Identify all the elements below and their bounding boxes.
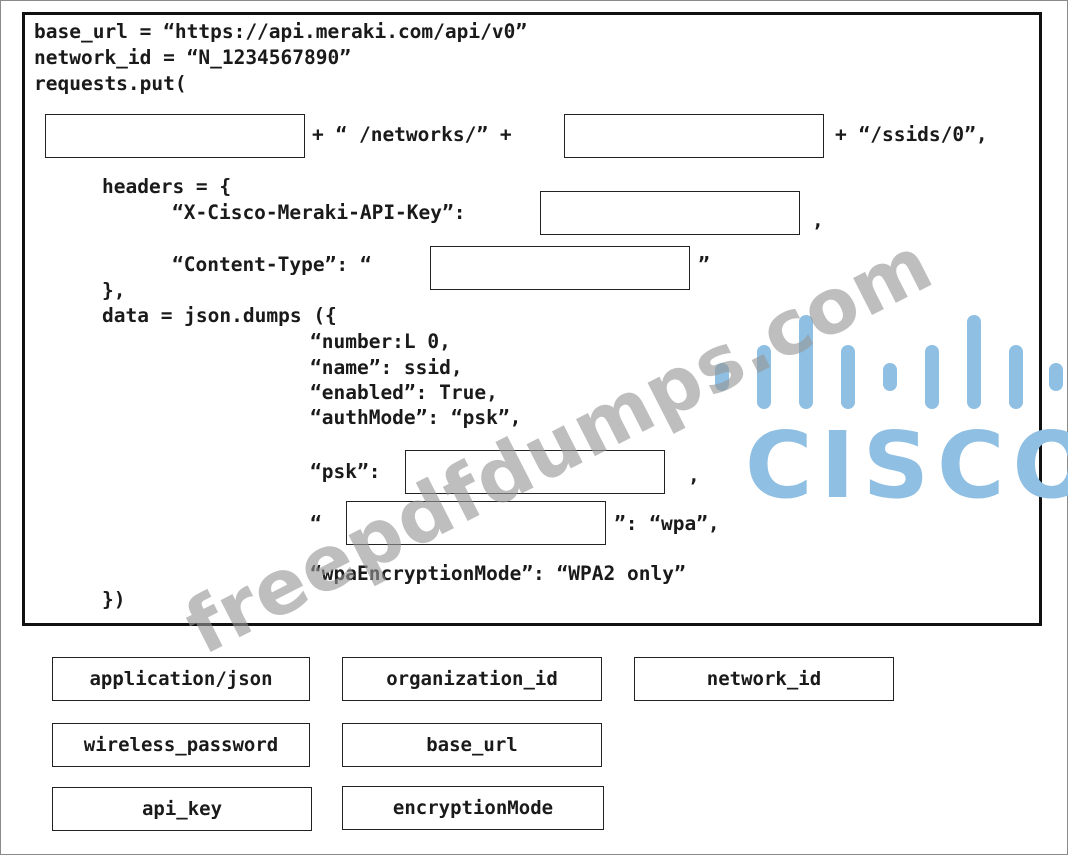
code-enc-value: ”: “wpa”,	[614, 512, 720, 535]
drop-target-url-network[interactable]	[564, 114, 824, 158]
option-base-url[interactable]: base_url	[342, 723, 602, 767]
code-close-line: })	[102, 588, 126, 611]
option-encryption-mode[interactable]: encryptionMode	[342, 786, 604, 830]
code-number-line: “number:L 0,	[310, 330, 451, 353]
option-wireless-password[interactable]: wireless_password	[52, 723, 310, 767]
code-api-key-label: “X-Cisco-Meraki-API-Key”:	[172, 201, 466, 224]
drop-target-url-base[interactable]	[45, 114, 305, 158]
code-api-key-comma: ,	[812, 209, 824, 232]
code-line-base-url: base_url = “https://api.meraki.com/api/v…	[34, 20, 528, 43]
option-api-key[interactable]: api_key	[52, 787, 312, 831]
drop-target-api-key[interactable]	[540, 191, 800, 235]
code-name-line: “name”: ssid,	[310, 356, 463, 379]
code-url-ssids: + “/ssids/0”,	[835, 123, 988, 146]
code-content-type-label: “Content-Type”: “	[172, 253, 372, 276]
drop-target-content-type[interactable]	[430, 246, 690, 290]
drop-target-encryption-key[interactable]	[346, 501, 606, 545]
code-content-type-close: ”	[698, 253, 710, 276]
code-headers-open: headers = {	[102, 175, 232, 198]
code-psk-comma: ,	[688, 464, 700, 487]
code-enc-open-quote: “	[310, 512, 322, 535]
option-application-json[interactable]: application/json	[52, 657, 310, 701]
code-line-network-id: network_id = “N_1234567890”	[34, 46, 351, 69]
code-enabled-line: “enabled”: True,	[310, 381, 498, 404]
code-data-open: data = json.dumps ({	[102, 304, 337, 327]
drop-target-psk[interactable]	[405, 450, 665, 494]
code-wpa-line: “wpaEncryptionMode”: “WPA2 only”	[310, 562, 686, 585]
code-psk-label: “psk”:	[310, 460, 381, 483]
code-url-networks: + “ /networks/” +	[312, 123, 512, 146]
code-headers-close: },	[102, 279, 126, 302]
code-authmode-line: “authMode”: “psk”,	[310, 406, 522, 429]
code-line-requests-put: requests.put(	[34, 72, 187, 95]
option-organization-id[interactable]: organization_id	[342, 657, 602, 701]
option-network-id[interactable]: network_id	[634, 657, 894, 701]
